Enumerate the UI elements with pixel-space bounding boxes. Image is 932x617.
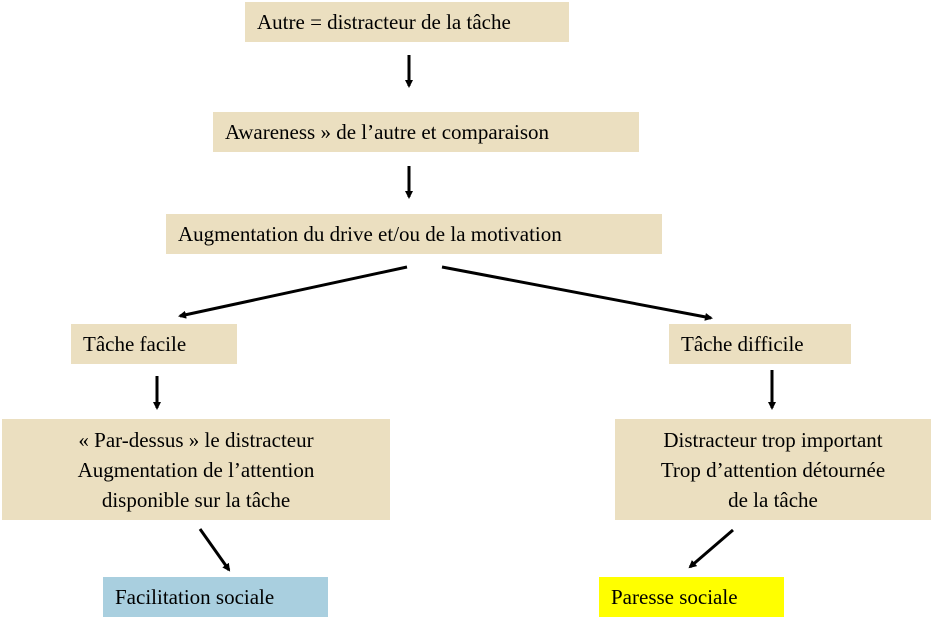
node-paresse-sociale: Paresse sociale: [599, 577, 784, 617]
arrow-detail-to-paresse: [688, 528, 734, 569]
node-facilitation-sociale-text: Facilitation sociale: [115, 585, 275, 609]
difficile-detail-line-1: Distracteur trop important: [663, 427, 883, 452]
node-augmentation: Augmentation du drive et/ou de la motiva…: [166, 214, 662, 254]
arrow-detail-to-facilitation: [198, 528, 231, 572]
node-paresse-sociale-text: Paresse sociale: [611, 585, 738, 609]
node-facilitation-sociale: Facilitation sociale: [103, 577, 328, 617]
node-facile-detail: « Par-dessus » le distracteur Augmentati…: [2, 419, 390, 520]
node-distracteur-text: Autre = distracteur de la tâche: [257, 10, 511, 34]
difficile-detail-line-2: Trop d’attention détournée: [660, 457, 886, 482]
facile-detail-line-1: « Par-dessus » le distracteur: [78, 427, 314, 452]
arrow-augmentation-to-facile: [178, 265, 408, 319]
node-difficile-detail: Distracteur trop important Trop d’attent…: [615, 419, 931, 520]
node-distracteur: Autre = distracteur de la tâche: [245, 2, 569, 42]
node-awareness-text: Awareness » de l’autre et comparaison: [225, 120, 550, 144]
node-awareness: Awareness » de l’autre et comparaison: [213, 112, 639, 152]
node-tache-difficile: Tâche difficile: [669, 324, 851, 364]
difficile-detail-line-3: de la tâche: [728, 487, 818, 512]
facile-detail-line-2: Augmentation de l’attention: [77, 457, 315, 482]
node-augmentation-text: Augmentation du drive et/ou de la motiva…: [178, 222, 562, 246]
node-tache-facile-text: Tâche facile: [83, 332, 187, 356]
node-tache-difficile-text: Tâche difficile: [681, 332, 804, 356]
arrow-augmentation-to-difficile: [441, 265, 713, 321]
node-tache-facile: Tâche facile: [71, 324, 237, 364]
facile-detail-line-3: disponible sur la tâche: [101, 487, 291, 512]
